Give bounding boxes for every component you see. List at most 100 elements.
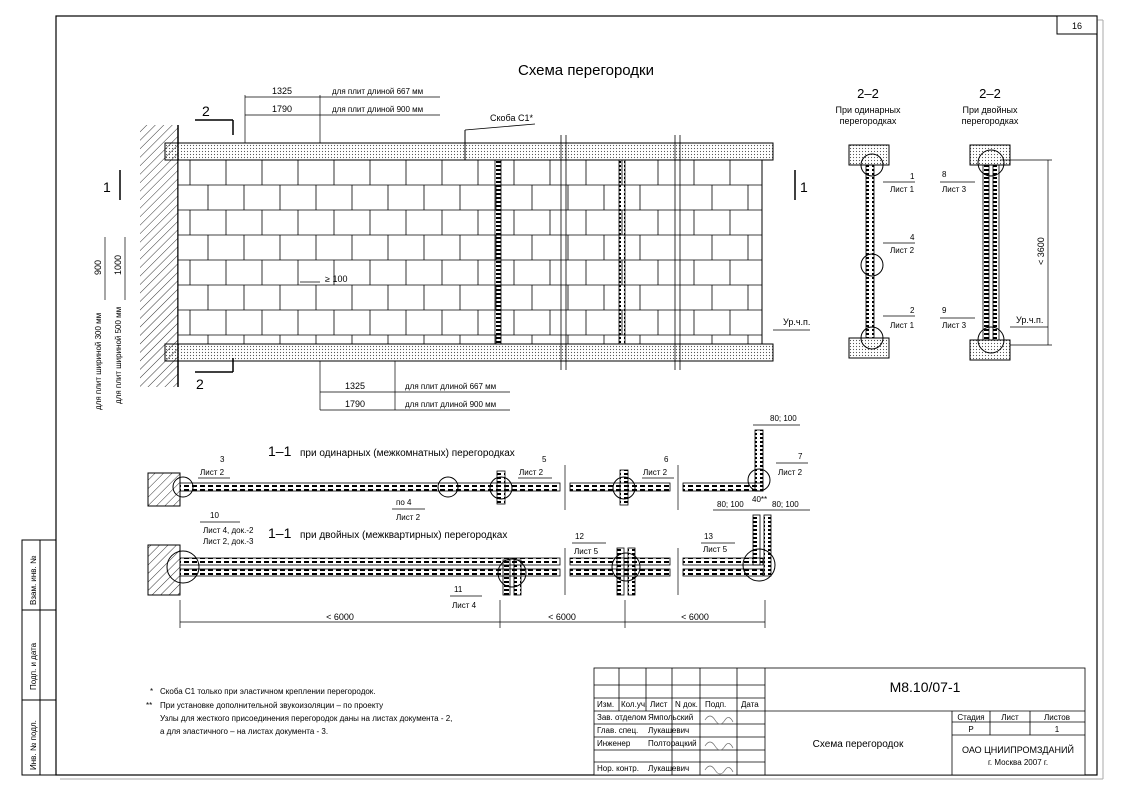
span-2: < 6000 (548, 612, 576, 622)
section-double-sub2: перегородках (962, 116, 1019, 126)
signatures (704, 715, 734, 775)
plan-double-dim-b: 40** (752, 495, 767, 504)
callout-7-sheet: Лист 2 (778, 468, 803, 477)
callout-13-sheet: Лист 5 (703, 545, 728, 554)
org-name: ОАО ЦНИИПРОМЗДАНИЙ (962, 744, 1074, 755)
elevation-view: Скоба С1* 1325 для плит длиной 667 мм 17… (93, 86, 810, 411)
tb-row-name: Полторацкий (648, 739, 697, 748)
callout-12-sheet: Лист 5 (574, 547, 599, 556)
plan-double: 1–1 при двойных (межквартирных) перегоро… (147, 495, 810, 628)
plan-double-dim-c: 80; 100 (772, 500, 799, 509)
tb-row-role: Глав. спец. (597, 726, 638, 735)
tb-header-list: Лист (650, 700, 668, 709)
callout-11: 11 (454, 585, 463, 594)
inner-frame (55, 15, 1098, 776)
callout-3: 3 (220, 455, 225, 464)
side-stamp-f3: Инв. № подл. (29, 720, 38, 770)
section-double-sub1: При двойных (963, 105, 1018, 115)
callout-10-sheet1: Лист 4, док.-2 (203, 526, 254, 535)
callout-10: 10 (210, 511, 219, 520)
callout-po4-sheet: Лист 2 (396, 513, 421, 522)
stage-value: Р (968, 725, 973, 734)
bottom-dim-1325-note: для плит длиной 667 мм (405, 382, 496, 391)
tb-row-role: Инженер (597, 739, 631, 748)
vdim-note-500: для плит шириной 500 мм (114, 307, 123, 404)
note-1-mark: * (150, 687, 153, 696)
tb-header-ndok: N док. (675, 700, 698, 709)
callout-1: 1 (910, 172, 915, 181)
section-mark-1-left: 1 (103, 179, 111, 195)
callout-6: 6 (664, 455, 669, 464)
doc-title: Схема перегородок (813, 739, 904, 750)
tb-row-name: Ямпольский (648, 713, 693, 722)
callout-8: 8 (942, 170, 947, 179)
callout-1-sheet: Лист 1 (890, 185, 915, 194)
tb-row-role: Зав. отделом (597, 713, 646, 722)
note-2-line2: Узлы для жесткого присоединения перегоро… (160, 714, 452, 723)
tb-row-role: Нор. контр. (597, 764, 639, 773)
top-dim-1790: 1790 (272, 104, 292, 114)
title-block-text: М8.10/07-1 Изм. Кол.уч. Лист N док. Подп… (597, 679, 1074, 775)
section-single-sub2: перегородках (840, 116, 897, 126)
document-code: М8.10/07-1 (890, 679, 961, 695)
callout-3-sheet: Лист 2 (200, 468, 225, 477)
vdim-note-300: для плит шириной 300 мм (94, 313, 103, 410)
top-dim-1325-note: для плит длиной 667 мм (332, 87, 423, 96)
section-double-title: 2–2 (979, 86, 1001, 101)
callout-8-sheet: Лист 3 (942, 185, 967, 194)
side-stamp-f1: Взам. инв. № (29, 555, 38, 605)
section-double: 2–2 При двойных перегородках 8 Лист 3 9 … (940, 86, 1052, 361)
tb-row-name: Лукашевич (648, 764, 689, 773)
plan-single: 1–1 при одинарных (межкомнатных) перегор… (147, 414, 808, 522)
side-stamp: Взам. инв. № Подп. и дата Инв. № подл. (21, 539, 57, 776)
plan-single-label: 1–1 (268, 443, 292, 459)
plan-double-dim-a: 80; 100 (717, 500, 744, 509)
sheets-value: 1 (1055, 725, 1060, 734)
callout-7: 7 (798, 452, 803, 461)
side-stamp-f2: Подп. и дата (29, 642, 38, 690)
span-1: < 6000 (326, 612, 354, 622)
sheet-label: Лист (1001, 713, 1019, 722)
callout-11-sheet: Лист 4 (452, 601, 477, 610)
floor-level-section: Ур.ч.п. (1016, 315, 1043, 325)
callout-9-sheet: Лист 3 (942, 321, 967, 330)
callout-4-sheet: Лист 2 (890, 246, 915, 255)
section-mark-2-top: 2 (202, 103, 210, 119)
callout-4: 4 (910, 233, 915, 242)
section-mark-2-bottom: 2 (196, 376, 204, 392)
floor-level-elevation: Ур.ч.п. (783, 317, 810, 327)
section-single: 2–2 При одинарных перегородках 1 Лист 1 … (835, 86, 915, 359)
vdim-1000: 1000 (113, 255, 123, 275)
callout-5-sheet: Лист 2 (519, 468, 544, 477)
drawing-title: Схема перегородки (518, 62, 654, 79)
callout-po4: по 4 (396, 498, 412, 507)
tb-header-podp: Подп. (705, 700, 726, 709)
notes: * Скоба С1 только при эластичном креплен… (146, 687, 452, 736)
plan-single-dim-80: 80; 100 (770, 414, 797, 423)
sheets-label: Листов (1044, 713, 1070, 722)
plan-double-label: 1–1 (268, 525, 292, 541)
top-dim-1790-note: для плит длиной 900 мм (332, 105, 423, 114)
section-single-title: 2–2 (857, 86, 879, 101)
sheet-number-box (1056, 15, 1098, 35)
stage-label: Стадия (957, 713, 984, 722)
bottom-dim-1325: 1325 (345, 381, 365, 391)
callout-10-sheet2: Лист 2, док.-3 (203, 537, 254, 546)
tb-header-kolych: Кол.уч. (621, 700, 647, 709)
tb-row-name: Лукашевич (648, 726, 689, 735)
plan-single-text: при одинарных (межкомнатных) перегородка… (300, 448, 515, 459)
tb-header-data: Дата (741, 700, 759, 709)
section-single-sub1: При одинарных (835, 105, 901, 115)
callout-9: 9 (942, 306, 947, 315)
bottom-dim-1790: 1790 (345, 399, 365, 409)
note-2-mark: ** (146, 701, 152, 710)
org-city-year: г. Москва 2007 г. (988, 758, 1048, 767)
callout-12: 12 (575, 532, 584, 541)
callout-2: 2 (910, 306, 915, 315)
note-1: Скоба С1 только при эластичном креплении… (160, 687, 376, 696)
callout-13: 13 (704, 532, 713, 541)
plan-double-text: при двойных (межквартирных) перегородках (300, 530, 507, 541)
min-dim: ≥ 100 (325, 274, 347, 284)
